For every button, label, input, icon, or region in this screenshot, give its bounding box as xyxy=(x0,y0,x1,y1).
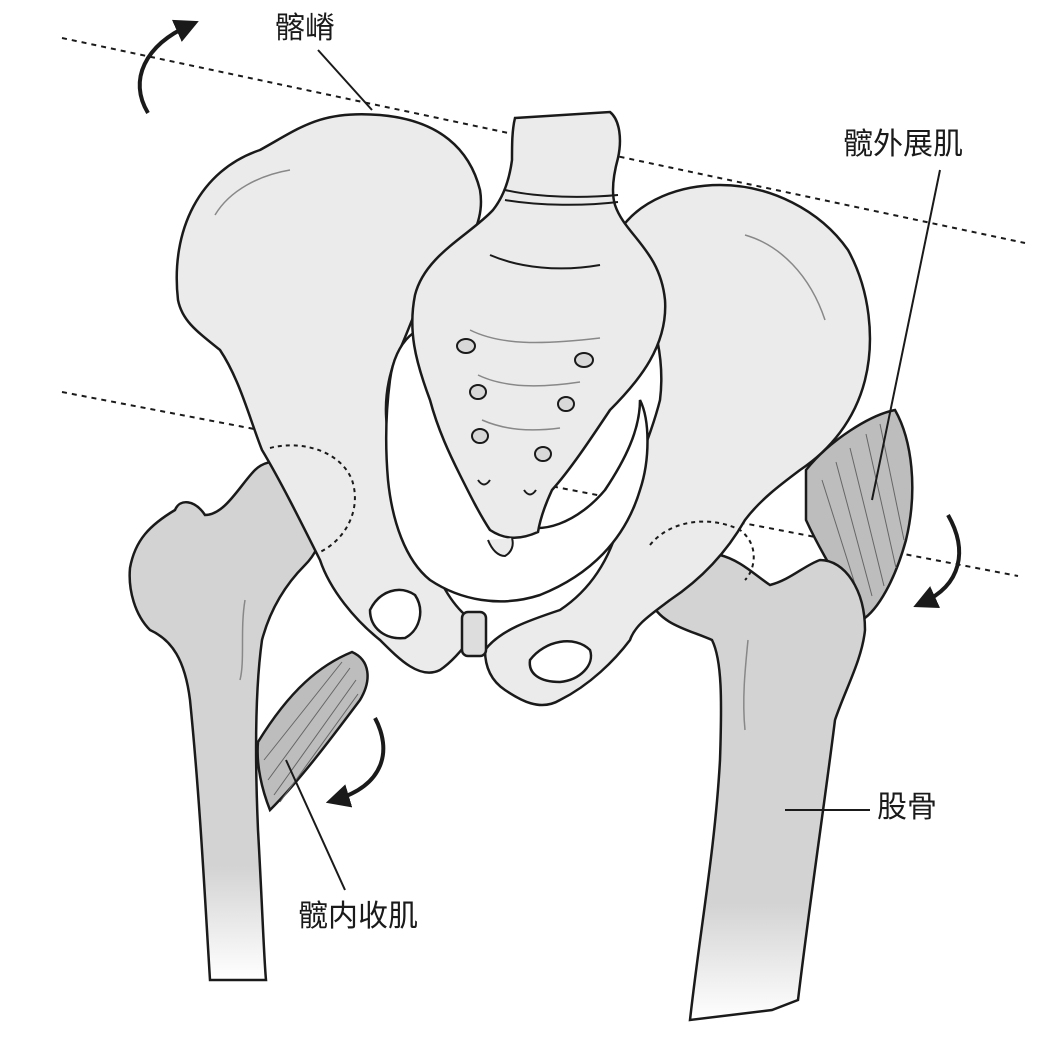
iliac-crest-leader-line xyxy=(318,50,372,110)
pelvis-rotation-arrow-top xyxy=(140,25,190,113)
iliac-crest-label: 髂嵴 xyxy=(275,14,335,44)
hip-adductor-muscle xyxy=(258,652,368,810)
right-femur xyxy=(650,554,865,1020)
hip-abductor-label: 髋外展肌 xyxy=(843,130,963,160)
adductor-rotation-arrow xyxy=(335,718,383,800)
femur-label: 股骨 xyxy=(877,793,937,823)
hip-adductor-leader-line xyxy=(286,760,345,890)
hip-adductor-label: 髋内收肌 xyxy=(298,902,418,932)
